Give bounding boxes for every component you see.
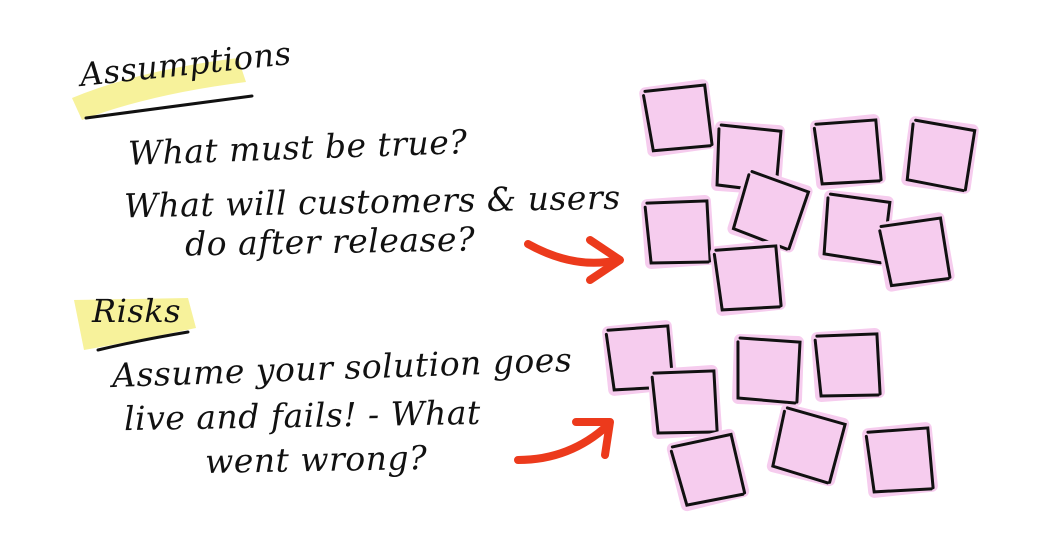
risks-sticky-note-2 — [648, 365, 722, 439]
assumptions-arrow — [524, 236, 624, 284]
risks-highlight — [74, 298, 196, 350]
risks-line-3: went wrong? — [204, 438, 428, 481]
risks-sticky-note-5 — [666, 428, 750, 512]
assumptions-sticky-note-4 — [901, 116, 979, 194]
risks-heading: Risks — [92, 292, 182, 330]
risks-sticky-notes — [602, 320, 938, 512]
assumptions-sticky-note-7 — [818, 190, 894, 266]
assumptions-sticky-note-3 — [810, 114, 886, 190]
risks-sticky-note-7 — [862, 422, 938, 498]
risks-sticky-note-4 — [811, 328, 885, 402]
assumptions-sticky-note-5 — [641, 195, 715, 269]
assumptions-sticky-note-8 — [875, 212, 955, 292]
risks-underline — [96, 330, 190, 352]
assumptions-question-3: do after release? — [184, 219, 476, 264]
assumptions-sticky-note-9 — [710, 240, 786, 316]
assumptions-sticky-note-1 — [639, 79, 717, 157]
risks-sticky-note-6 — [766, 403, 850, 487]
risks-arrow — [514, 418, 614, 464]
assumptions-underline — [84, 94, 254, 120]
risks-line-2: live and fails! - What — [123, 392, 482, 439]
assumptions-sticky-notes — [639, 79, 979, 316]
risks-sticky-note-3 — [732, 334, 804, 406]
assumptions-highlight — [72, 58, 246, 120]
